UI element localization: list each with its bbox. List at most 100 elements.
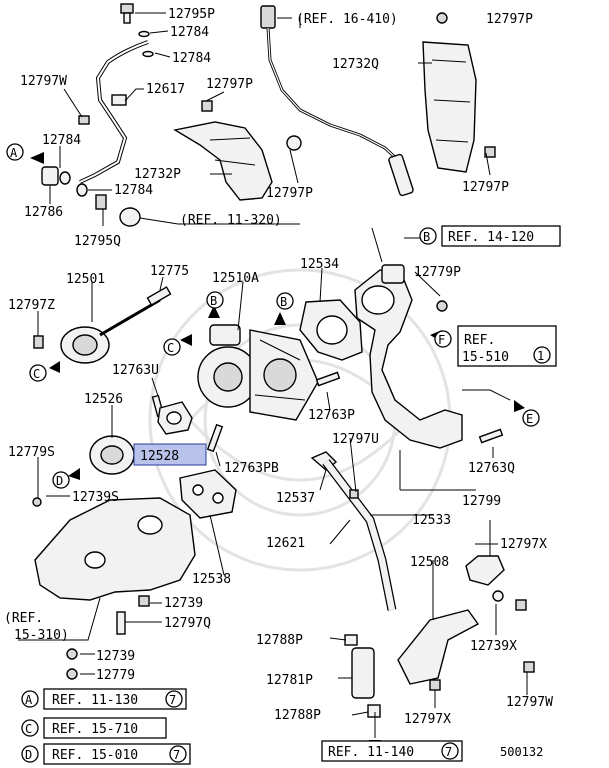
reference-labels: (REF. 16-410) (REF. 11-320) REF. 14-120 …: [4, 12, 561, 765]
bolt-12797p-right: [484, 146, 496, 158]
nut-12779s: [32, 497, 42, 507]
clamp-12788p-upper: [344, 634, 358, 646]
stud-12763p: [315, 371, 341, 387]
clamp-12788p-lower: [367, 704, 381, 718]
label-12784-a: 12784: [170, 25, 209, 40]
marker-b-ref: B: [423, 230, 430, 244]
ref-15-010-box: [43, 743, 191, 765]
oxygen-sensor-body: [388, 153, 414, 197]
label-12528[interactable]: 12528: [140, 449, 179, 464]
pipe-bolt-12797w: [78, 115, 90, 125]
studs: [151, 371, 504, 453]
legend-marker-a: A: [25, 693, 33, 707]
highlight-12528: [133, 443, 207, 466]
ref-15-710-box: [43, 717, 167, 739]
label-12508: 12508: [410, 555, 449, 570]
label-12788p-a: 12788P: [256, 633, 303, 648]
marker-c-mid: C: [167, 341, 174, 355]
legend-marker-d: D: [25, 748, 32, 762]
arrow-to-c: [180, 334, 192, 346]
ref-15-510-box: [457, 325, 557, 367]
label-12534: 12534: [300, 257, 339, 272]
label-12739: 12739: [164, 596, 203, 611]
arrow-to-d: [68, 468, 80, 480]
gasket-ring-1: [138, 30, 150, 38]
ref-11-130: REF. 11-130: [52, 693, 138, 708]
actuator-rod-end: [146, 286, 172, 306]
ref-14-120: REF. 14-120: [448, 230, 534, 245]
nut-12779p: [436, 300, 448, 312]
stud-12763pb: [206, 423, 224, 453]
label-12617: 12617: [146, 82, 185, 97]
label-12779p: 12779P: [414, 265, 461, 280]
label-12739s: 12739S: [72, 490, 119, 505]
nut-12739: [138, 595, 150, 607]
ref-15-510-line1: REF.: [464, 333, 495, 348]
pipe-clamp: [111, 94, 127, 106]
label-12797x-b: 12797X: [404, 712, 451, 727]
bolt-12797z: [33, 335, 44, 349]
gasket-12538: [179, 469, 237, 519]
ref-11-140-box: [321, 740, 463, 762]
oil-feed-pipe-assembly: [41, 3, 154, 227]
marker-d: D: [56, 474, 63, 488]
nut-12779: [66, 668, 78, 680]
stud-12763q: [478, 428, 504, 444]
ref-15-310-line1: (REF.: [4, 611, 43, 626]
marker-f: F: [438, 333, 445, 347]
label-12786: 12786: [24, 205, 63, 220]
ref-15-010: REF. 15-010: [52, 748, 138, 763]
gasket-12784-left: [59, 171, 71, 185]
gasket-ring-2: [142, 50, 154, 58]
label-12763q: 12763Q: [468, 461, 515, 476]
arrow-to-e: [514, 400, 525, 412]
oil-banjo-union: [119, 207, 141, 227]
ref-11-140: REF. 11-140: [328, 745, 414, 760]
exhaust-elbow-12533: [354, 264, 463, 449]
label-12797z: 12797Z: [8, 298, 55, 313]
turbo-inlet-port: [209, 324, 241, 346]
banjo-bolt-shank: [123, 12, 131, 24]
gasket-12534: [299, 299, 363, 361]
leader-lines: [18, 12, 528, 738]
sensor-connector: [260, 5, 276, 29]
oxygen-sensor-harness: [260, 5, 414, 197]
label-12797q: 12797Q: [164, 616, 211, 631]
ref-11-130-box: [43, 688, 187, 710]
seven-marker-15-010: 7: [173, 748, 180, 762]
label-12784-d: 12784: [114, 183, 153, 198]
label-12510a: 12510A: [212, 271, 259, 286]
ref-16-410: (REF. 16-410): [296, 12, 398, 27]
ref-15-510-line2: 15-510: [462, 350, 509, 365]
seven-marker-11-130: 7: [169, 693, 176, 707]
label-12779s: 12779S: [8, 445, 55, 460]
label-12537: 12537: [276, 491, 315, 506]
label-12775: 12775: [150, 264, 189, 279]
support-bracket-12508: [397, 555, 535, 691]
marker-a-top: A: [10, 146, 18, 160]
label-12763pb: 12763PB: [224, 461, 279, 476]
marker-c-left: C: [33, 367, 40, 381]
ref-14-120-box: [441, 225, 561, 247]
diagram-number: 500132: [500, 745, 543, 759]
hose-12781p: [351, 647, 375, 699]
band-12799: [465, 555, 505, 586]
label-12797p-top: 12797P: [486, 12, 533, 27]
label-12538: 12538: [192, 572, 231, 587]
turbo-oil-return-parts: [32, 401, 193, 507]
label-12795q: 12795Q: [74, 234, 121, 249]
label-12797w-top: 12797W: [20, 74, 67, 89]
bolt-12797u: [349, 489, 359, 499]
label-12739-b: 12739: [96, 649, 135, 664]
label-12797p-right: 12797P: [462, 180, 509, 195]
plug-12797p: [286, 135, 302, 151]
label-12784-b: 12784: [172, 51, 211, 66]
label-12797u: 12797U: [332, 432, 379, 447]
part-labels: 12795P 12784 12784 12797W 12617 12797P 1…: [8, 7, 553, 727]
oil-return-pipe-12621: [310, 451, 397, 611]
bolt-12797x: [515, 599, 527, 611]
label-12795p: 12795P: [168, 7, 215, 22]
label-12526: 12526: [84, 392, 123, 407]
oil-return-hose: [344, 634, 381, 718]
